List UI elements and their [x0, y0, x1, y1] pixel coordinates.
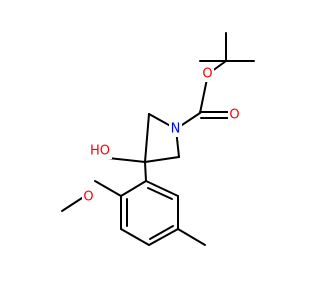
bond-aryl-inner-b	[149, 225, 174, 240]
bond-aryl-c6-c1	[145, 180, 179, 197]
bond-aryl-inner-c	[147, 187, 173, 200]
bond-aryl-c3-c4	[120, 228, 150, 246]
bond-aryl-methoxy-o	[94, 180, 122, 197]
ester-oxygen-label: O	[202, 67, 212, 82]
hydroxyl-label: HO	[90, 144, 110, 159]
bond-c3-aryl	[144, 161, 147, 182]
bond-aryl-methyl	[177, 228, 206, 246]
methoxy-oxygen-label: O	[83, 190, 93, 205]
chemical-structure: O O N HO O	[61, 32, 255, 246]
bond-ring-ch2-top-c3	[144, 113, 150, 163]
bond-aryl-c4-c5	[148, 228, 179, 246]
bonds	[61, 32, 255, 246]
bond-ring-c3-ch2-bottom	[144, 156, 180, 163]
azetidine-n-bg	[169, 120, 182, 137]
hydroxyl-bg	[88, 142, 112, 159]
carbonyl-o-bg	[228, 106, 241, 123]
ester-o-bg	[201, 65, 214, 82]
azetidine-nitrogen-label: N	[171, 122, 181, 137]
bond-aryl-c1-c2	[120, 180, 147, 197]
bond-c3-hydroxyl	[107, 157, 146, 163]
bond-methoxy-o-methyl	[61, 197, 83, 212]
atom-label-backgrounds	[82, 65, 241, 205]
methoxy-o-bg	[82, 188, 95, 205]
carbonyl-oxygen-label: O	[229, 108, 239, 123]
atom-labels: O O N HO O	[83, 67, 239, 205]
